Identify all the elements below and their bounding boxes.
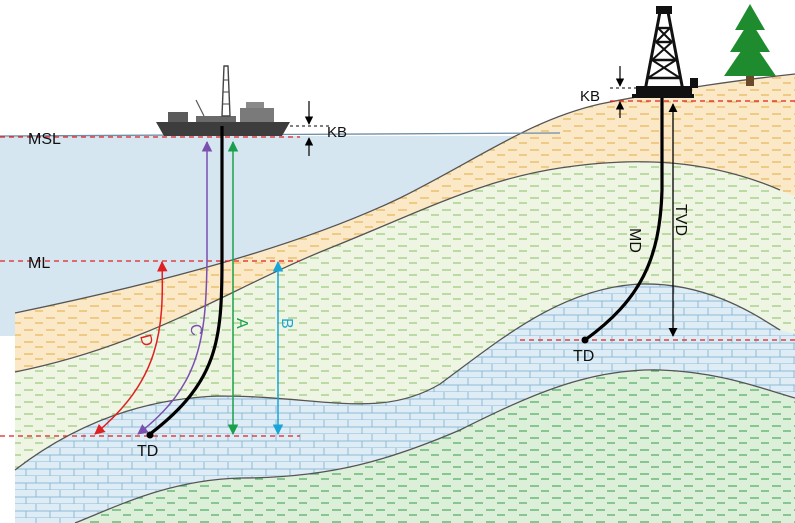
deep-layer [75,369,795,523]
tvd-label: TVD [672,204,689,236]
onshore-wellbore [584,98,664,342]
boundary-line-3 [74,369,795,523]
kb-onshore-marker [610,66,636,118]
kb-offshore-label: KB [327,124,347,141]
md-label: MD [626,228,643,253]
b-label: B [278,318,295,329]
derrick-icon [632,6,698,98]
a-label: A [233,318,250,329]
drillship-icon [156,65,290,136]
ml-label: ML [28,255,50,272]
arrow-d [94,260,168,435]
c-label: C [186,323,205,337]
tree-icon [724,4,776,86]
onshore-td-point [581,336,589,344]
td-offshore-label: TD [137,443,158,460]
td-onshore-label: TD [573,348,594,365]
offshore-td-point [146,431,154,439]
d-label: D [136,333,155,349]
msl-label: MSL [28,131,61,148]
kb-onshore-label: KB [580,88,600,105]
